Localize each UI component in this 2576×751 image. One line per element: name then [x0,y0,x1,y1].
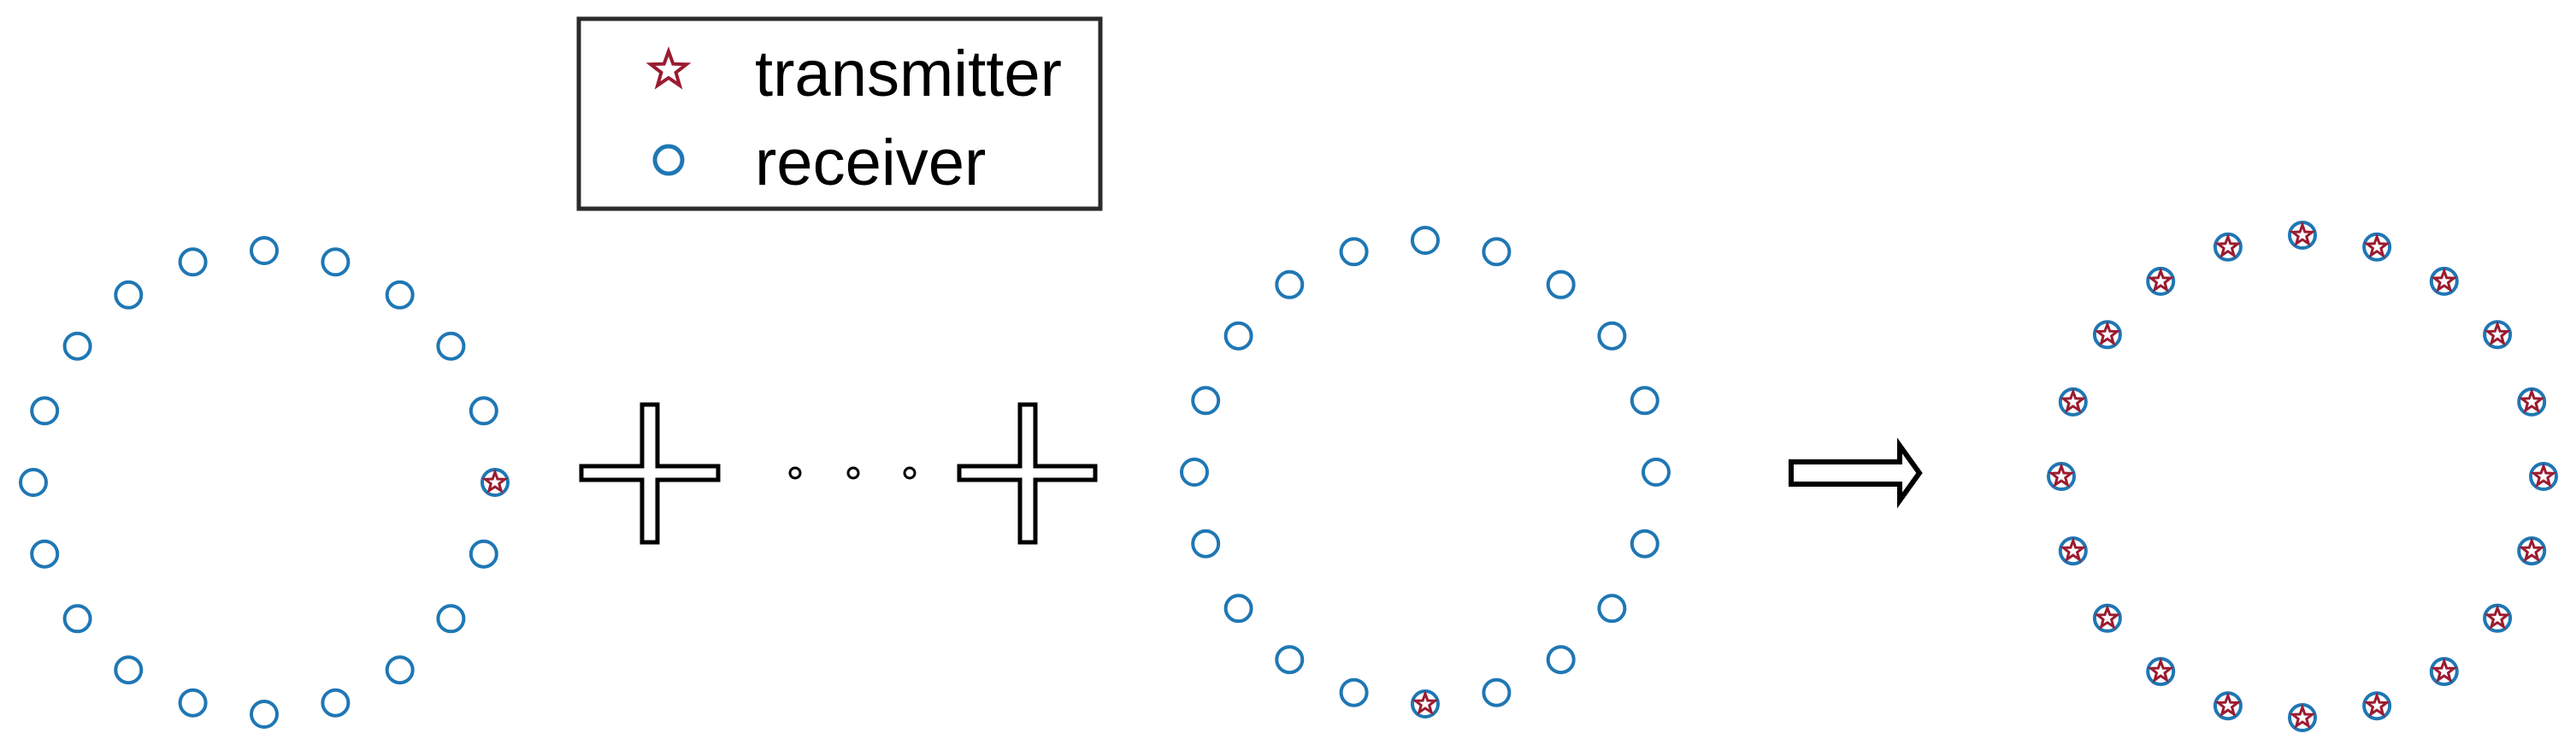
transmitter-element [2431,657,2458,683]
receiver-element [1180,458,1209,487]
receiver-element [250,700,279,729]
receiver-element [1546,645,1576,675]
receiver-element [436,331,466,361]
transmitter-element [2518,536,2545,563]
array-config-1 [19,236,510,729]
legend: transmitter receiver [576,16,1103,211]
receiver-element [1191,529,1221,559]
receiver-element [62,331,92,361]
receiver-element [1223,321,1253,351]
legend-receiver-label: receiver [755,127,986,199]
receiver-element [1339,237,1369,267]
receiver-element [321,688,351,718]
receiver-element [1630,529,1659,559]
receiver-element [1597,594,1627,624]
receiver-element [178,688,208,718]
receiver-element [250,236,279,265]
receiver-element [1275,269,1305,299]
receiver-element [1191,386,1221,416]
transmitter-element [2094,320,2121,346]
transmitter-element [481,468,509,494]
receiver-element [114,280,144,310]
receiver-element [1597,321,1627,351]
receiver-element [114,655,144,685]
ellipsis-dot-3 [903,466,917,480]
transmitter-element [2363,233,2390,259]
receiver-element [385,280,415,310]
transmitter-element [2060,387,2087,414]
receiver-element [1482,677,1512,707]
array-combined [2047,221,2558,732]
receiver-element [436,604,466,634]
transmitter-element [2363,691,2390,718]
transmitter-element [2048,462,2075,488]
receiver-element [30,396,60,426]
receiver-element [1339,677,1369,707]
legend-transmitter-star-icon [645,46,692,90]
transmitter-element [2214,691,2242,718]
transmitter-element [2289,703,2316,730]
receiver-element [1275,645,1305,675]
receiver-element [19,468,48,497]
receiver-element [321,247,351,277]
transmitter-element [2484,604,2511,630]
transmitter-element [2147,267,2174,293]
receiver-element [62,604,92,634]
transmitter-element [2530,462,2557,488]
plus-sign-1 [579,402,721,545]
transmitter-element [2060,536,2087,563]
ellipsis-dot-1 [788,466,802,480]
transmitter-element [2094,604,2121,630]
transmitter-element [2147,657,2174,683]
transmitter-element [1412,689,1439,716]
receiver-element [1223,594,1253,624]
receiver-element [178,247,208,277]
receiver-element [1482,237,1512,267]
receiver-element [469,396,498,426]
transmitter-element [2518,387,2545,414]
transmitter-element [2214,233,2242,259]
ellipsis-dots [788,466,917,480]
array-config-n [1180,226,1671,718]
ellipsis-dot-2 [846,466,860,480]
legend-box [576,16,1103,211]
receiver-element [1546,269,1576,299]
legend-receiver-circle-icon [652,144,685,176]
transmitter-element [2484,320,2511,346]
legend-transmitter-label: transmitter [755,38,1062,110]
receiver-element [1630,386,1659,416]
transmitter-element [2289,221,2316,247]
plus-sign-2 [957,402,1098,545]
implies-arrow-icon [1789,437,1923,509]
transmitter-element [2431,267,2458,293]
receiver-element [469,539,498,569]
receiver-element [30,539,60,569]
receiver-element [1411,226,1440,255]
receiver-element [385,655,415,685]
receiver-element [1642,458,1671,487]
